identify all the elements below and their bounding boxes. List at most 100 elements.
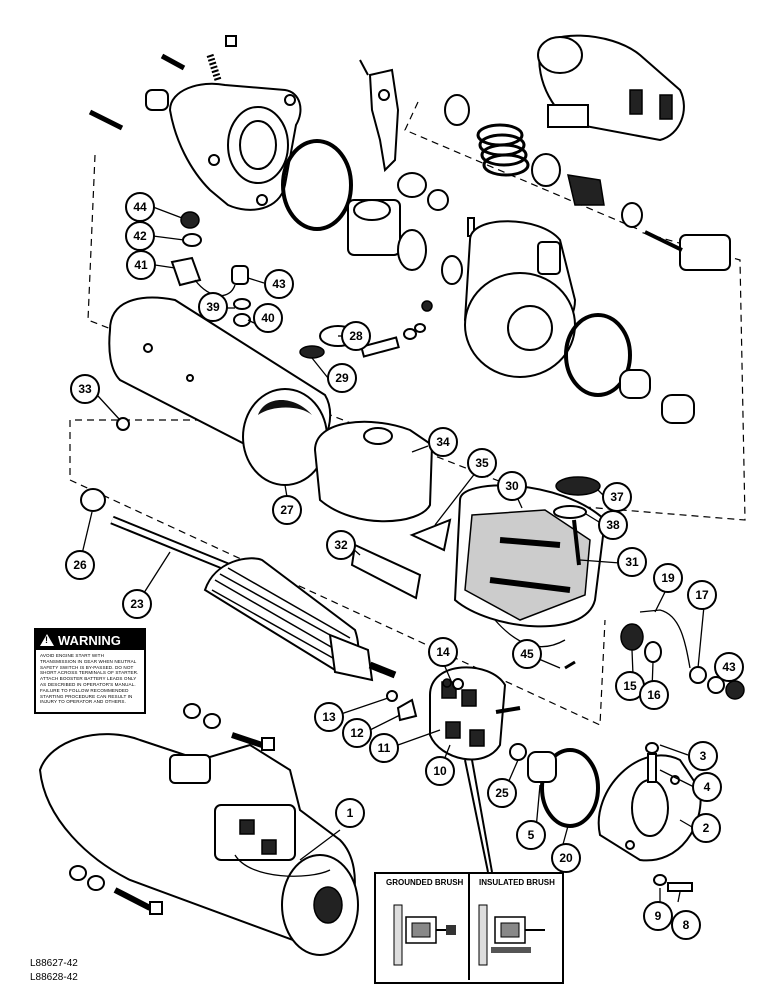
- inset-leader: [464, 759, 493, 873]
- o-ring-right: [564, 313, 632, 397]
- svg-text:5: 5: [528, 828, 535, 842]
- drive-end-housing: [145, 82, 302, 211]
- callout: 11: [369, 733, 399, 763]
- svg-text:37: 37: [610, 490, 624, 504]
- brush-inset: GROUNDED BRUSH INSULATED BRUSH: [374, 872, 564, 984]
- callout: 30: [497, 471, 527, 501]
- warning-title: WARNING: [58, 632, 121, 648]
- warning-label: ! WARNING AVOID ENGINE START WITH TRANSM…: [34, 628, 146, 714]
- callout: 34: [428, 427, 458, 457]
- field-coil: [453, 484, 607, 648]
- svg-text:28: 28: [349, 329, 363, 343]
- callout: 43: [714, 652, 744, 682]
- grounded-brush-panel: GROUNDED BRUSH: [376, 874, 470, 980]
- svg-text:2: 2: [703, 821, 710, 835]
- callout: 35: [467, 448, 497, 478]
- insulated-brush-drawing: [478, 904, 545, 966]
- callout: 13: [314, 702, 344, 732]
- svg-text:10: 10: [433, 764, 447, 778]
- callout: 41: [126, 250, 156, 280]
- callout: 37: [602, 482, 632, 512]
- brush-holder-plate: [429, 666, 521, 761]
- armature: [110, 515, 397, 682]
- callout: 10: [425, 756, 455, 786]
- callout: 1: [335, 798, 365, 828]
- callout: 27: [272, 495, 302, 525]
- figure-ref-code-2: L88628-42: [30, 972, 78, 983]
- svg-text:3: 3: [700, 749, 707, 763]
- callout: 31: [617, 547, 647, 577]
- thrust-washer: [80, 488, 106, 512]
- svg-text:31: 31: [625, 555, 639, 569]
- callout: 17: [687, 580, 717, 610]
- assembled-starter: [38, 733, 359, 956]
- svg-text:27: 27: [280, 503, 294, 517]
- svg-text:29: 29: [335, 371, 349, 385]
- warning-text: AVOID ENGINE START WITH TRANSMISSION IN …: [40, 653, 139, 705]
- svg-text:42: 42: [133, 229, 147, 243]
- callout: 23: [122, 589, 152, 619]
- callout: 19: [653, 563, 683, 593]
- svg-text:12: 12: [350, 726, 364, 740]
- svg-text:11: 11: [378, 741, 391, 755]
- svg-text:9: 9: [655, 909, 662, 923]
- svg-text:41: 41: [134, 258, 148, 272]
- grounded-brush-drawing: [393, 904, 456, 966]
- warning-header: ! WARNING: [36, 630, 144, 650]
- pole-shoe: [313, 420, 434, 523]
- svg-text:1: 1: [347, 806, 354, 820]
- pole-piece: [350, 543, 422, 600]
- svg-text:19: 19: [661, 571, 675, 585]
- svg-text:44: 44: [133, 200, 147, 214]
- callout: 4: [692, 772, 722, 802]
- svg-text:30: 30: [505, 479, 519, 493]
- frame-housing: [108, 296, 332, 486]
- solenoid-plunger-parts: [397, 94, 731, 271]
- callout: 16: [639, 680, 669, 710]
- callout: 14: [428, 637, 458, 667]
- callout: 42: [125, 221, 155, 251]
- callout: 20: [551, 843, 581, 873]
- svg-text:4: 4: [704, 780, 711, 794]
- svg-text:8: 8: [683, 918, 690, 932]
- svg-text:45: 45: [520, 647, 534, 661]
- callout: 26: [65, 550, 95, 580]
- warning-triangle-icon: !: [40, 634, 54, 646]
- bushings-right: [619, 369, 695, 424]
- callout: 40: [253, 303, 283, 333]
- o-ring-lower: [540, 748, 600, 828]
- terminal-hardware-cluster: [116, 211, 251, 431]
- shift-lever: [359, 59, 400, 173]
- svg-text:32: 32: [334, 538, 348, 552]
- commutator-end-cap: [597, 742, 702, 862]
- callout: 44: [125, 192, 155, 222]
- svg-text:35: 35: [475, 456, 489, 470]
- bushing-lower: [509, 743, 557, 783]
- callout-leaders: [81, 206, 734, 905]
- svg-text:25: 25: [495, 786, 509, 800]
- svg-text:26: 26: [73, 558, 87, 572]
- svg-text:23: 23: [130, 597, 144, 611]
- svg-text:13: 13: [322, 710, 336, 724]
- svg-text:20: 20: [559, 851, 573, 865]
- figure-ref-code-1: L88627-42: [30, 958, 78, 969]
- svg-text:15: 15: [623, 679, 637, 693]
- callout: 29: [327, 363, 357, 393]
- svg-text:39: 39: [206, 300, 220, 314]
- callout: 45: [512, 639, 542, 669]
- callout: 39: [198, 292, 228, 322]
- svg-text:34: 34: [436, 435, 450, 449]
- o-ring-upper: [281, 139, 353, 231]
- callouts: 1 2 3 4 5 8 9 10 11 12 13 14 15 16 17 19…: [65, 192, 744, 940]
- callout: 3: [688, 741, 718, 771]
- callout: 8: [671, 910, 701, 940]
- callout: 32: [326, 530, 356, 560]
- assembly-hardware: [69, 703, 275, 915]
- insulator: [409, 518, 452, 552]
- callout: 5: [516, 820, 546, 850]
- callout: 9: [643, 901, 673, 931]
- insulated-brush-panel: INSULATED BRUSH: [469, 874, 561, 980]
- callout: 38: [598, 510, 628, 540]
- svg-text:43: 43: [272, 277, 286, 291]
- insulated-brush-label: INSULATED BRUSH: [479, 878, 555, 887]
